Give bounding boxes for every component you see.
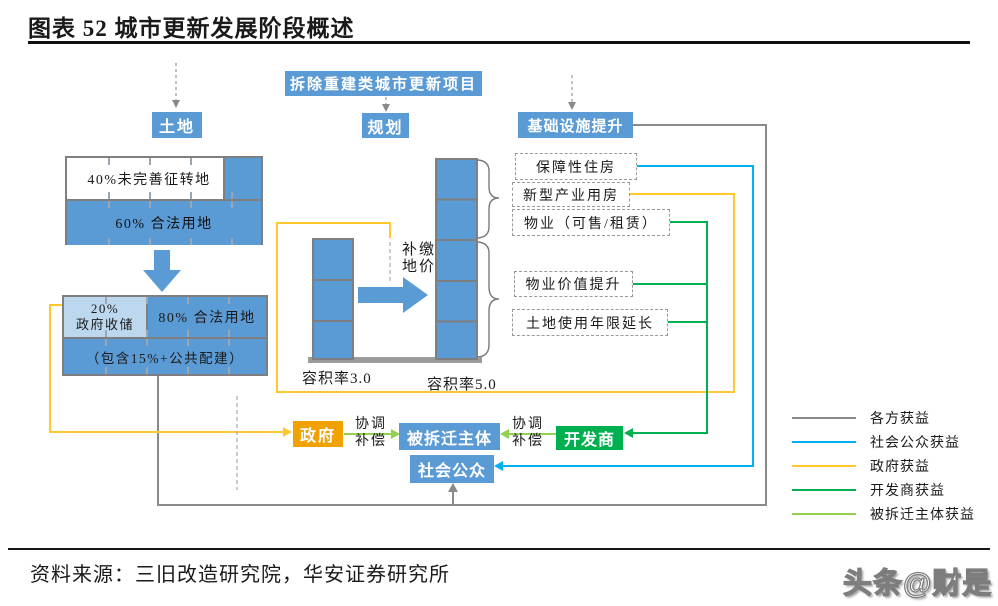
- benefit-box-affordable-housing: 保障性住房: [515, 153, 637, 180]
- legend-label: 社会公众获益: [870, 436, 960, 451]
- benefit-box-property-sale-lease: 物业（可售/租赁）: [512, 209, 670, 236]
- connector-public-benefit: [500, 165, 754, 467]
- legend-line-yellow: [792, 465, 856, 467]
- benefit-box-industrial-housing: 新型产业用房: [512, 182, 630, 207]
- connector-all-parties: [157, 124, 767, 506]
- gov-storage-cell: 20% 政府收储: [64, 297, 148, 337]
- arrowhead-public-up: [448, 483, 458, 492]
- legend-line-lightgreen: [792, 513, 856, 515]
- coordination-1-line2: 补偿: [355, 434, 387, 449]
- land-table-after: 20% 政府收储 80% 合法用地 （包含15%+公共配建）: [62, 295, 268, 376]
- legal-land-80-label: 80% 合法用地: [158, 311, 256, 326]
- plot-ratio-3-column: [312, 238, 354, 360]
- ground-bar: [308, 357, 482, 363]
- land-table-before: 40%未完善征转地 60% 合法用地: [65, 156, 263, 245]
- land-premium-note: 补缴 地价: [399, 242, 439, 276]
- connector-gov-storage: [49, 304, 285, 433]
- dashed-arrowheads: [172, 100, 576, 112]
- premium-line2: 地价: [401, 259, 436, 275]
- coordination-note-1: 协调 补偿: [347, 416, 395, 450]
- actor-box-government: 政府: [293, 421, 343, 447]
- arrowhead-coordination-1: [391, 429, 400, 439]
- legend-label: 开发商获益: [870, 484, 945, 499]
- connector-developer: [630, 221, 708, 434]
- coordination-2-line2: 补偿: [512, 434, 544, 449]
- public-facility-label: （包含15%+公共配建）: [85, 350, 245, 366]
- down-arrow: [143, 250, 181, 292]
- legend-label: 各方获益: [870, 412, 930, 427]
- arrowhead-developer: [624, 428, 633, 438]
- actor-box-developer: 开发商: [556, 426, 623, 450]
- connector-gov-premium: [276, 193, 735, 393]
- gov-storage-label: 政府收储: [75, 317, 134, 332]
- brace-original-floors: [477, 241, 500, 358]
- coordination-2-line1: 协调: [512, 417, 544, 432]
- gov-storage-pct: 20%: [90, 301, 120, 316]
- legend-line-cyan: [792, 441, 856, 443]
- plot-ratio-5-column: [435, 158, 478, 360]
- header-box-demolition-project: 拆除重建类城市更新项目: [285, 71, 482, 96]
- figure-title: 图表 52 城市更新发展阶段概述: [28, 16, 355, 41]
- stage-box-infrastructure: 基础设施提升: [518, 112, 633, 138]
- source-note: 资料来源：三旧改造研究院，华安证券研究所: [30, 564, 450, 586]
- premium-line1: 补缴: [401, 242, 436, 258]
- legend-line-green: [792, 489, 856, 491]
- footer-rule: [8, 548, 990, 550]
- plot-ratio-3-label: 容积率3.0: [302, 371, 372, 387]
- land-table2-row1: 20% 政府收储 80% 合法用地: [64, 297, 266, 339]
- legal-land-corner-cell: [223, 158, 261, 199]
- legend-line-gray: [792, 417, 856, 419]
- stage-box-land: 土地: [152, 112, 202, 138]
- coordination-1-line1: 协调: [355, 417, 387, 432]
- unconverted-land-label: 40%未完善征转地: [87, 172, 211, 188]
- legend-label: 被拆迁主体获益: [870, 508, 975, 523]
- plot-ratio-5-label: 容积率5.0: [427, 377, 497, 393]
- arrowhead-government: [283, 427, 292, 437]
- watermark-logo: 头条@财是: [842, 567, 993, 600]
- land-table2-row2: （包含15%+公共配建）: [64, 339, 266, 374]
- actor-box-demolished-party: 被拆迁主体: [399, 423, 500, 450]
- benefit-box-land-tenure: 土地使用年限延长: [512, 309, 668, 336]
- benefit-box-property-value: 物业价值提升: [514, 271, 633, 297]
- land-table-row-unconverted: 40%未完善征转地: [67, 158, 261, 201]
- actor-box-public: 社会公众: [410, 455, 494, 483]
- coordination-note-2: 协调 补偿: [504, 416, 552, 450]
- right-arrow: [358, 277, 428, 313]
- brace-added-floors: [477, 159, 500, 239]
- arrowhead-coordination-2: [500, 429, 509, 439]
- land-table-row-legal: 60% 合法用地: [67, 201, 261, 245]
- legend-label: 政府获益: [870, 460, 930, 475]
- arrowhead-public-benefit: [494, 461, 503, 471]
- title-underline: [28, 41, 970, 44]
- legal-land-80-cell: 80% 合法用地: [148, 307, 266, 327]
- legal-land-label: 60% 合法用地: [115, 217, 213, 232]
- stage-box-planning: 规划: [362, 113, 409, 138]
